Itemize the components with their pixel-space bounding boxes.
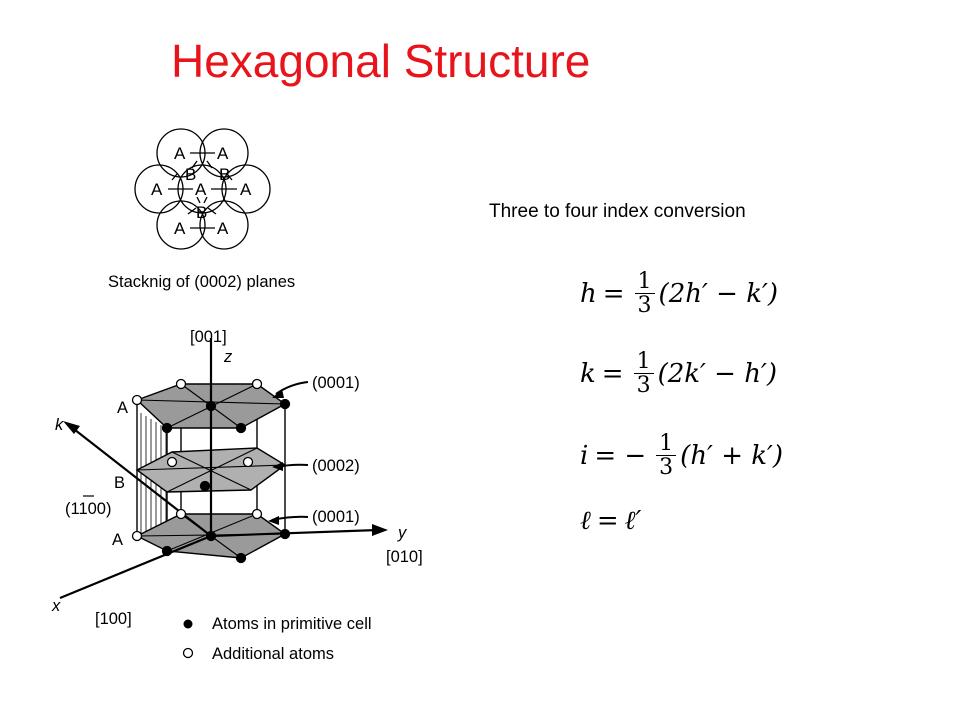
legend-filled-atom (183, 619, 193, 629)
conversion-heading: Three to four index conversion (489, 201, 746, 222)
axis-y-arrow (372, 524, 388, 536)
stack-label-a: A (151, 180, 163, 199)
axis-y-index: [010] (386, 548, 423, 566)
eq-fraction: 1 3 (634, 270, 655, 317)
equation-l: ℓ = ℓ′ (580, 506, 641, 536)
eq-fraction: 1 3 (656, 432, 677, 479)
primitive-atom (205, 530, 217, 542)
page-title: Hexagonal Structure (171, 35, 591, 87)
eq-sign: = (602, 278, 625, 309)
eq-lhs: h (580, 278, 597, 309)
axis-z-index: [001] (190, 328, 227, 346)
primitive-atom (161, 422, 173, 434)
legend-open-atom (182, 647, 194, 659)
stack-label-a: A (174, 144, 186, 163)
stack-label-a: A (217, 144, 229, 163)
axis-x-label: x (51, 597, 61, 615)
plane-bottom-label: (0001) (312, 508, 360, 526)
additional-atom (175, 508, 187, 520)
eq-body: (2k′ − h′) (657, 358, 778, 389)
primitive-atom (235, 552, 247, 564)
axis-x-index: [100] (95, 610, 132, 628)
stack-label-a: A (217, 219, 229, 238)
equation-k: k = 1 3 (2k′ − h′) (580, 350, 777, 397)
additional-atom (242, 456, 254, 468)
equation-h: h = 1 3 (2h′ − k′) (580, 270, 778, 317)
stack-label-a: A (240, 180, 252, 199)
axis-k-label: k (55, 416, 64, 434)
plane-side-label: (1100) (65, 500, 111, 518)
stack-label-b: B (185, 165, 196, 184)
primitive-atom (235, 422, 247, 434)
eq-sign: = − (594, 440, 647, 471)
eq-body: (h′ + k′) (680, 440, 784, 471)
eq-body: ℓ′ (624, 506, 642, 536)
stack-label-a: A (174, 219, 186, 238)
additional-atom (251, 378, 263, 390)
primitive-atom (161, 545, 173, 557)
atoms (131, 378, 291, 564)
layer-label-b: B (114, 474, 125, 492)
additional-atom (131, 530, 143, 542)
stack-label-b: B (219, 165, 230, 184)
stack-label-a: A (195, 180, 207, 199)
eq-fraction: 1 3 (633, 350, 654, 397)
eq-body: (2h′ − k′) (658, 278, 778, 309)
legend-open-label: Additional atoms (212, 645, 334, 663)
additional-atom (131, 394, 143, 406)
axis-y-label: y (397, 524, 408, 542)
axis-k-arrow (63, 421, 80, 434)
stack-circle (156, 200, 206, 250)
axis-z-label: z (223, 348, 233, 366)
stacking-diagram (134, 128, 271, 250)
plane-top-label: (0001) (312, 374, 360, 392)
eq-lhs: k (580, 358, 596, 389)
layer-label-a: A (117, 399, 128, 417)
additional-atom (175, 378, 187, 390)
eq-sign: = (601, 358, 624, 389)
stacking-caption: Stacknig of (0002) planes (108, 273, 295, 291)
primitive-atom (205, 400, 217, 412)
stack-label-b: B (196, 203, 207, 222)
additional-atom (166, 456, 178, 468)
primitive-atom (279, 528, 291, 540)
equation-i: i = − 1 3 (h′ + k′) (580, 432, 783, 479)
axes (59, 338, 379, 600)
layer-label-a: A (112, 531, 123, 549)
eq-lhs: ℓ (580, 506, 591, 536)
additional-atom (251, 508, 263, 520)
unit-cell (59, 338, 388, 600)
legend-filled-label: Atoms in primitive cell (212, 615, 372, 633)
plane-mid-label: (0002) (312, 457, 360, 475)
primitive-atom (199, 480, 211, 492)
stack-circle (199, 200, 249, 250)
eq-lhs: i (580, 440, 589, 471)
eq-sign: = (596, 506, 619, 536)
primitive-atom (279, 398, 291, 410)
